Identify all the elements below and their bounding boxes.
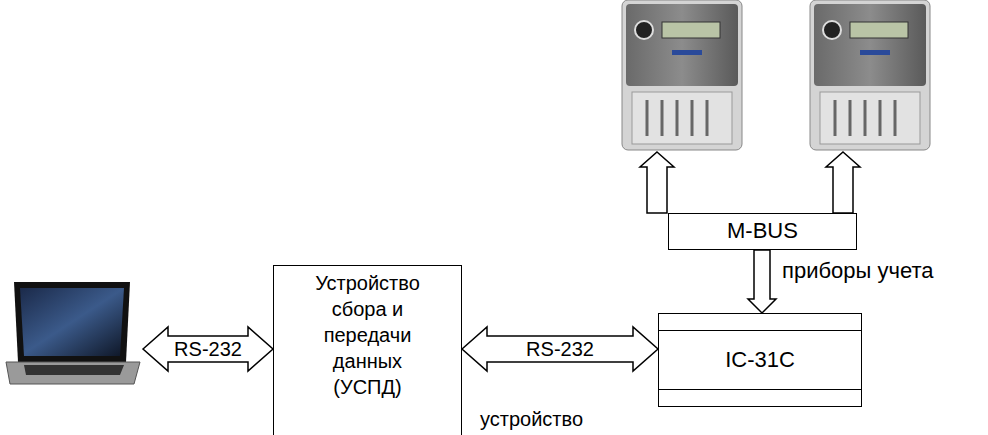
meter-body [810,0,930,150]
link-label: RS-232 [524,338,596,361]
panel-band [659,330,861,331]
laptop-screen [20,288,124,356]
rs232-link [462,327,658,371]
meter-led [672,50,702,55]
meter-knob [635,21,653,39]
uspd-box: Устройство сбора и передачи данных (УСПД… [273,265,462,435]
meter-icon [810,0,930,150]
meter-knob [823,21,841,39]
box-text: Устройство сбора и передачи данных (УСПД… [302,270,434,400]
device-label: устройство [478,408,585,431]
laptop-icon [6,282,140,384]
meter-terminals [820,92,920,144]
meter-body [622,0,742,150]
meter-icon [622,0,742,150]
bus-box: M-BUS [668,213,857,250]
meter-cover [814,4,926,86]
laptop-lid [14,282,130,362]
box-text: M-BUS [727,217,798,246]
meter-terminals [632,92,732,144]
meter-led [860,50,890,55]
box-text: IC-31C [725,346,795,375]
meter-display [662,22,720,38]
bus-label: приборы учета [780,258,935,283]
interface-arrow [143,327,273,371]
meter-slots [835,100,895,136]
bus-arrow [640,152,674,213]
meter-cover [626,4,738,86]
meter-slots [647,100,707,136]
controller-box: IC-31C [658,313,862,407]
interface-label: RS-232 [172,338,244,361]
panel-band [659,389,861,390]
bus-link [748,250,776,313]
laptop-base [6,362,140,384]
bus-arrow [826,152,860,213]
laptop-keyboard [24,365,124,375]
meter-display [850,22,908,38]
